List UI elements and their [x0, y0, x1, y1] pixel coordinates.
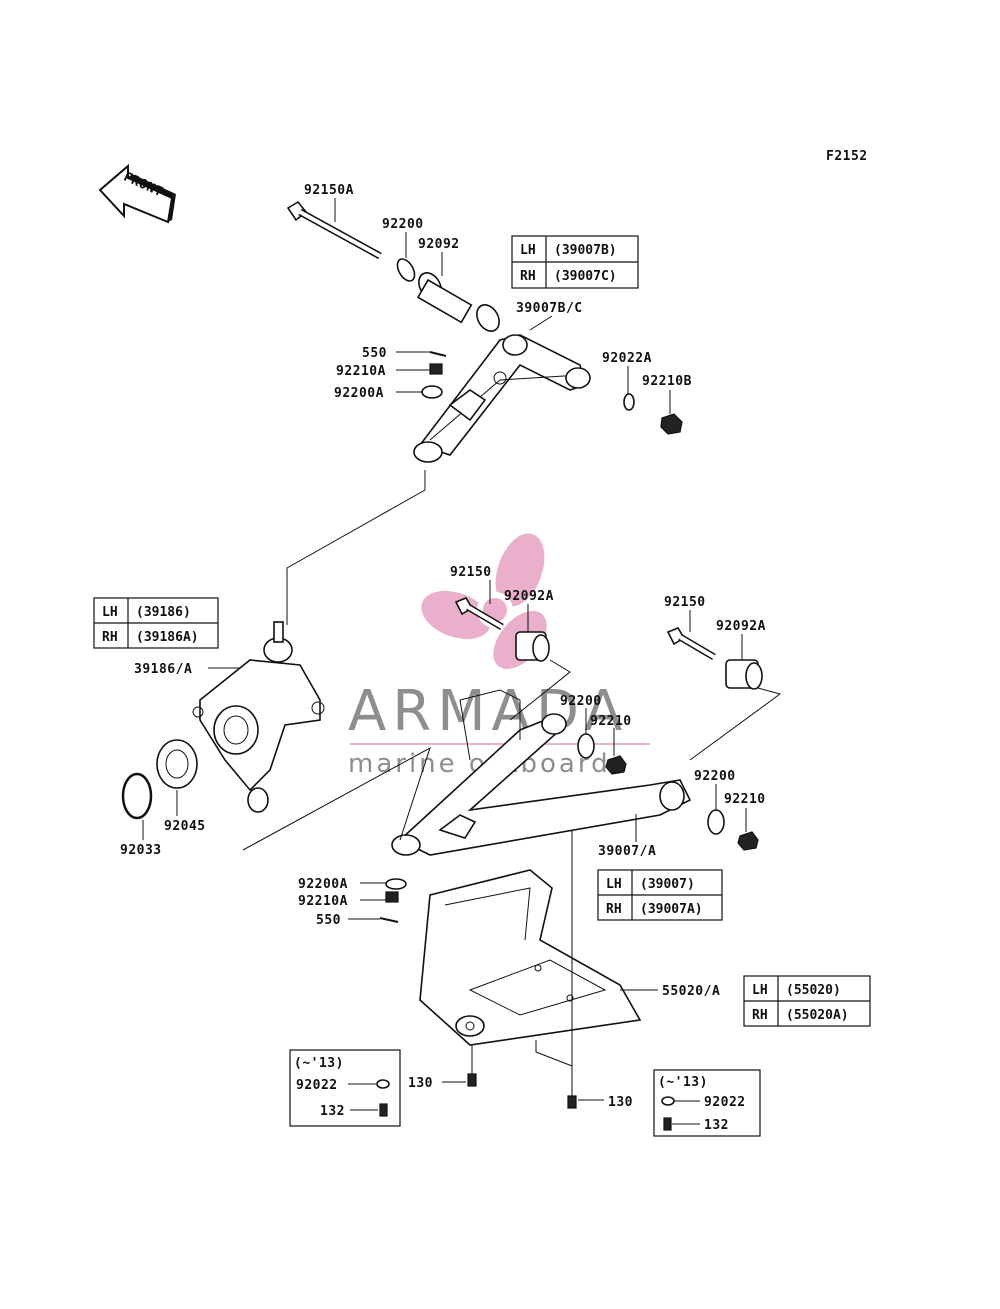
- label-92022A: 92022A: [602, 351, 652, 366]
- figure-code: F2152: [826, 149, 868, 164]
- upper-cotter-pin-550: [429, 351, 447, 357]
- washer-92022-right: [661, 1096, 675, 1106]
- circlip-92033: [121, 772, 153, 820]
- label-132-right: 132: [704, 1118, 729, 1133]
- front-direction-arrow: FRONT: [98, 163, 176, 224]
- table-lower-arm: LH (39007) RH (39007A): [597, 869, 723, 921]
- table-guard: LH (55020) RH (55020A): [743, 975, 871, 1027]
- label-92210B: 92210B: [642, 374, 692, 389]
- right-nut-92210: [737, 831, 759, 851]
- guard-lh-side: LH: [752, 983, 768, 998]
- label-130-right: 130: [608, 1095, 633, 1110]
- note-right-title: (~'13): [658, 1075, 708, 1090]
- label-550-top: 550: [362, 346, 387, 361]
- lower-bushing-92092A: [515, 631, 550, 662]
- bolt-130-left: [467, 1073, 477, 1087]
- washer-92022-left: [376, 1079, 390, 1089]
- label-39007A: 39007/A: [598, 844, 656, 859]
- label-92200-mid: 92200: [560, 694, 602, 709]
- label-92092: 92092: [418, 237, 460, 252]
- note-box-left: (~'13) 92022 132: [289, 1049, 401, 1127]
- knuckle-lh-side: LH: [102, 605, 118, 620]
- label-132-left: 132: [320, 1104, 345, 1119]
- note-left-title: (~'13): [294, 1056, 344, 1071]
- nut-92210B: [660, 413, 683, 435]
- label-92200-top: 92200: [382, 217, 424, 232]
- label-92150-right: 92150: [664, 595, 706, 610]
- upper-arm-rh-side: RH: [520, 269, 536, 284]
- label-92210A-top: 92210A: [336, 364, 386, 379]
- mid-nut-92210: [605, 755, 627, 775]
- label-92200-right: 92200: [694, 769, 736, 784]
- right-washer-92200: [707, 809, 725, 835]
- label-92200A-top: 92200A: [334, 386, 384, 401]
- label-92210-right: 92210: [724, 792, 766, 807]
- table-upper-arm: LH (39007B) RH (39007C): [511, 235, 639, 289]
- note-box-right: (~'13) 92022 132: [653, 1069, 761, 1137]
- label-92150A: 92150A: [304, 183, 354, 198]
- guard-rh-side: RH: [752, 1008, 768, 1023]
- lower-a-arm-39007A: [391, 689, 692, 856]
- label-92022-right: 92022: [704, 1095, 746, 1110]
- right-bolt-92150: [666, 627, 716, 661]
- leader-lines: [142, 198, 782, 1101]
- lower-arm-rh-part: (39007A): [640, 902, 703, 917]
- lower-castle-nut-92210A: [385, 891, 399, 903]
- knuckle-rh-part: (39186A): [136, 630, 199, 645]
- label-92210-mid: 92210: [590, 714, 632, 729]
- lower-washer-92200A: [385, 878, 407, 890]
- lower-arm-rh-side: RH: [606, 902, 622, 917]
- guard-rh-part: (55020A): [786, 1008, 849, 1023]
- upper-a-arm-39007BC: [413, 334, 591, 463]
- mid-washer-92200: [577, 733, 595, 759]
- label-92210A-low: 92210A: [298, 894, 348, 909]
- bolt-132-right: [663, 1117, 672, 1131]
- upper-washer-92200: [396, 258, 416, 282]
- watermark-brand: ARMADA: [348, 679, 628, 744]
- table-knuckle: LH (39186) RH (39186A): [93, 597, 219, 649]
- label-39186A: 39186/A: [134, 662, 192, 677]
- label-92092A-right: 92092A: [716, 619, 766, 634]
- label-92033: 92033: [120, 843, 162, 858]
- label-55020A: 55020/A: [662, 984, 720, 999]
- label-130-left: 130: [408, 1076, 433, 1091]
- upper-arm-lh-side: LH: [520, 243, 536, 258]
- label-39007BC: 39007B/C: [516, 301, 583, 316]
- lower-arm-lh-part: (39007): [640, 877, 695, 892]
- part-labels: 92150A 92200 92092 39007B/C 550 92210A 9…: [120, 183, 766, 1110]
- right-bushing-92092A: [725, 659, 763, 690]
- upper-washer-92200A: [421, 385, 443, 399]
- watermark: ARMADA marine outboards: [348, 533, 650, 779]
- lower-arm-lh-side: LH: [606, 877, 622, 892]
- knuckle-lh-part: (39186): [136, 605, 191, 620]
- guard-55020A: [419, 869, 642, 1046]
- label-92022-left: 92022: [296, 1078, 338, 1093]
- washer-92022A: [623, 393, 635, 411]
- knuckle-rh-side: RH: [102, 630, 118, 645]
- upper-bolt-92150A: [286, 200, 382, 260]
- bolt-130-right: [567, 1095, 577, 1109]
- armada-propeller-logo: [421, 533, 547, 670]
- label-92150-mid: 92150: [450, 565, 492, 580]
- guard-lh-part: (55020): [786, 983, 841, 998]
- knuckle-39186A: [192, 621, 325, 813]
- label-92045: 92045: [164, 819, 206, 834]
- upper-bushing-92092: [416, 272, 500, 332]
- bolt-132-left: [379, 1103, 388, 1117]
- upper-arm-rh-part: (39007C): [554, 269, 617, 284]
- bearing-92045: [156, 739, 198, 789]
- label-92092A-mid: 92092A: [504, 589, 554, 604]
- lower-cotter-pin-550: [379, 917, 399, 923]
- label-550-low: 550: [316, 913, 341, 928]
- label-92200A-low: 92200A: [298, 877, 348, 892]
- upper-castle-nut-92210A: [429, 363, 443, 375]
- lower-bolt-92150: [454, 597, 504, 631]
- upper-arm-lh-part: (39007B): [554, 243, 617, 258]
